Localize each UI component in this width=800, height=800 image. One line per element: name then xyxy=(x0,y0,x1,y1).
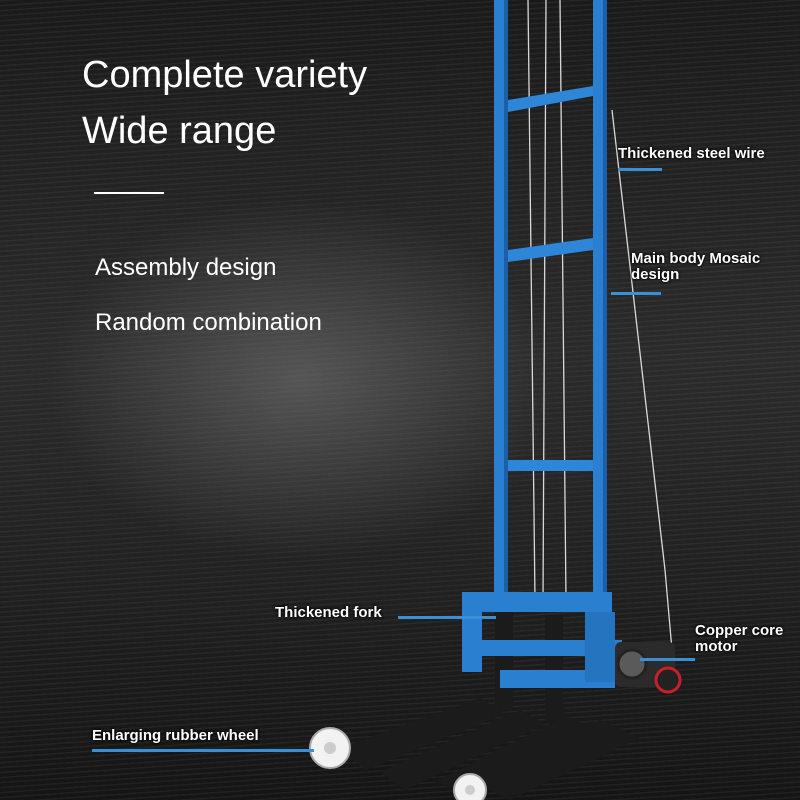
wire-leader-line xyxy=(618,168,662,171)
callout-motor-line-2: motor xyxy=(695,637,738,655)
callout-main-body-line-1: Main body Mosaic xyxy=(631,250,761,267)
callout-main-body: Main body Mosaic design xyxy=(631,251,760,283)
rubber-wheels xyxy=(309,727,487,800)
headline-divider xyxy=(94,192,164,194)
headline-line-2: Wide range xyxy=(82,110,277,152)
wheel-leader-line xyxy=(92,749,314,752)
fork-leader-line xyxy=(398,616,496,619)
callout-rubber-wheel: Enlarging rubber wheel xyxy=(92,727,259,744)
feature-random-combination: Random combination xyxy=(95,309,322,336)
callout-main-body-line-2: design xyxy=(631,265,680,283)
copper-core-motor xyxy=(615,642,682,694)
mast-frame xyxy=(494,0,607,620)
callout-fork: Thickened fork xyxy=(275,604,382,621)
motor-leader-line xyxy=(640,658,695,661)
callout-steel-wire: Thickened steel wire xyxy=(618,145,765,162)
carriage-base xyxy=(462,592,622,688)
callout-motor: Copper core motor xyxy=(695,623,783,655)
headline-line-1: Complete variety xyxy=(82,54,368,96)
feature-assembly-design: Assembly design xyxy=(95,254,277,281)
callout-motor-line-1: Copper core xyxy=(695,622,784,639)
body-leader-line xyxy=(611,292,661,295)
